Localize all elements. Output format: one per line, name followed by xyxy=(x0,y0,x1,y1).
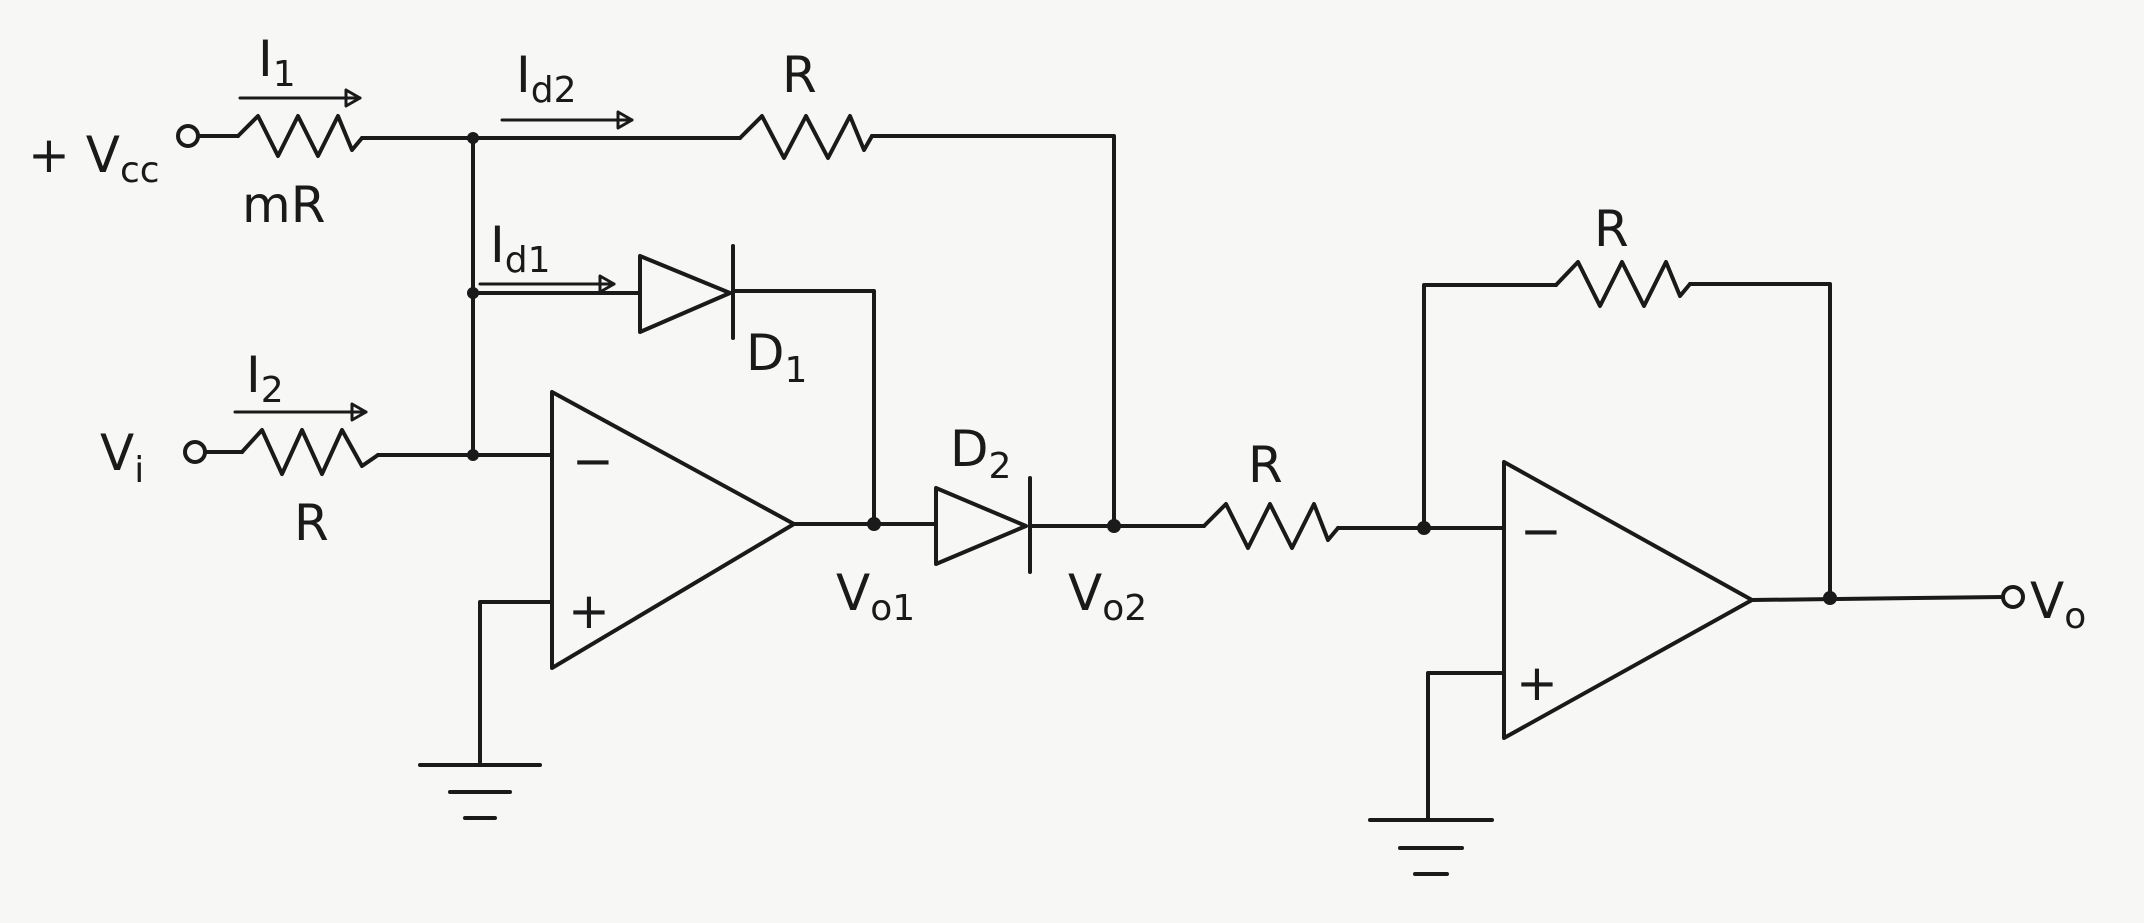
label-d2: D2 xyxy=(950,420,1011,487)
label-resistor-mR: mR xyxy=(242,176,325,234)
diode-D2 xyxy=(934,476,1032,574)
wire-noninv1-to-gnd xyxy=(478,600,552,767)
opamp2-plus-sign: + xyxy=(1516,654,1558,712)
opamp-2 xyxy=(1502,460,1754,740)
wire-fb2-left xyxy=(1422,283,1558,530)
opamp1-minus-sign: − xyxy=(572,432,614,490)
label-vi: Vi xyxy=(100,424,144,491)
label-vo: Vo xyxy=(2030,572,2086,637)
wire-fb2-right xyxy=(1688,282,1832,600)
opamp2-minus-sign: − xyxy=(1520,502,1562,560)
terminal-vi xyxy=(183,440,207,464)
opamp1-plus-sign: + xyxy=(568,582,610,640)
label-resistor-R-input: R xyxy=(294,494,329,552)
label-resistor-R-middle: R xyxy=(1248,436,1283,494)
junction-top-rail xyxy=(467,132,479,144)
junction-inverting-1 xyxy=(467,449,479,461)
label-id1: Id1 xyxy=(490,216,551,281)
terminal-vcc xyxy=(176,124,200,148)
diode-D1 xyxy=(638,244,735,340)
junction-vo1 xyxy=(867,517,881,531)
wire-rtop-to-right xyxy=(870,134,1116,528)
junction-vo2 xyxy=(1107,519,1121,533)
ground-2 xyxy=(1368,818,1494,876)
terminal-vo xyxy=(2001,585,2025,609)
wire-d1-to-vo1 xyxy=(731,289,876,526)
wires xyxy=(196,134,2005,822)
junctions xyxy=(467,132,1837,605)
label-d1: D1 xyxy=(746,324,807,391)
junction-d1-branch xyxy=(467,287,479,299)
resistor-R-input xyxy=(240,428,380,476)
label-vo1: Vo1 xyxy=(836,564,915,629)
label-vo2: Vo2 xyxy=(1068,564,1147,629)
wire-out2-to-vo xyxy=(1750,595,2005,602)
arrow-Id1 xyxy=(478,274,616,294)
label-id2: Id2 xyxy=(516,46,577,111)
junction-inverting-2 xyxy=(1417,521,1431,535)
ground-1 xyxy=(418,763,542,820)
junction-output-2 xyxy=(1823,591,1837,605)
resistor-R-middle xyxy=(1202,502,1340,550)
label-vcc: + Vcc xyxy=(28,126,160,191)
resistor-mR xyxy=(236,114,364,158)
arrow-Id2 xyxy=(500,110,634,130)
label-i1: I1 xyxy=(258,30,296,95)
resistor-R-feedback xyxy=(1554,260,1692,308)
label-resistor-R-feedback: R xyxy=(1594,200,1629,258)
label-resistor-R-top: R xyxy=(782,46,817,104)
arrow-I1 xyxy=(238,88,362,108)
opamp-1 xyxy=(550,390,796,670)
arrow-I2 xyxy=(233,402,368,422)
label-i2: I2 xyxy=(246,346,284,411)
resistor-R-top xyxy=(738,114,874,160)
wire-noninv2-to-gnd xyxy=(1426,671,1506,822)
